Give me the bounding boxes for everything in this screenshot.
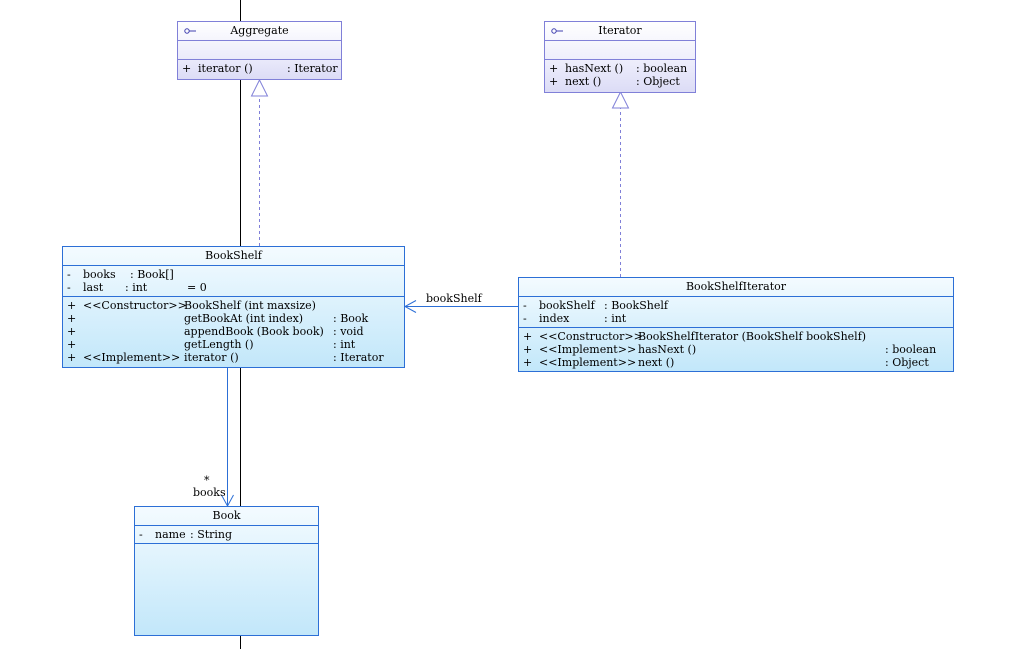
bookshelfiterator-attributes: - bookShelf : BookShelf - index : int xyxy=(519,297,953,328)
aggregate-attributes xyxy=(178,41,341,60)
realization-arrowhead-iterator xyxy=(611,90,630,109)
book-attributes: - name : String xyxy=(135,526,318,544)
operation-row: + next () : Object xyxy=(549,75,680,88)
bookshelf-title: BookShelf xyxy=(63,247,404,266)
operation-row: + getBookAt (int index) : Book xyxy=(67,312,369,325)
bookshelf-operations: + <<Constructor>> BookShelf (int maxsize… xyxy=(63,297,404,366)
association-multiplicity-books: * xyxy=(204,474,210,487)
association-role-books: books xyxy=(193,486,226,499)
attribute-row: - name : String xyxy=(139,528,233,541)
bookshelfiterator-class[interactable]: BookShelfIterator - bookShelf : BookShel… xyxy=(518,277,954,372)
operation-row: + appendBook (Book book) : void xyxy=(67,325,364,338)
association-role-bookshelf: bookShelf xyxy=(426,292,482,305)
iterator-attributes xyxy=(545,41,695,60)
iterator-operations: + hasNext () : boolean + next () : Objec… xyxy=(545,60,695,90)
operation-row: + iterator () : Iterator xyxy=(182,62,338,75)
operation-row: + <<Constructor>> BookShelfIterator (Boo… xyxy=(523,330,867,343)
operation-row: + <<Implement>> hasNext () : boolean xyxy=(523,343,937,356)
association-bookshelf-arrowhead xyxy=(403,300,417,313)
iterator-title: Iterator xyxy=(545,22,695,41)
operation-row: + <<Implement>> next () : Object xyxy=(523,356,929,369)
book-title: Book xyxy=(135,507,318,526)
aggregate-operations: + iterator () : Iterator xyxy=(178,60,341,77)
bookshelf-attributes: - books : Book[] - last : int = 0 xyxy=(63,266,404,297)
book-class[interactable]: Book - name : String xyxy=(134,506,319,636)
operation-row: + <<Constructor>> BookShelf (int maxsize… xyxy=(67,299,316,312)
interface-icon xyxy=(184,28,196,34)
attribute-row: - bookShelf : BookShelf xyxy=(523,299,668,312)
bookshelfiterator-operations: + <<Constructor>> BookShelfIterator (Boo… xyxy=(519,328,953,371)
aggregate-title: Aggregate xyxy=(178,22,341,41)
operation-row: + <<Implement>> iterator () : Iterator xyxy=(67,351,384,364)
book-operations xyxy=(135,544,318,548)
operation-row: + hasNext () : boolean xyxy=(549,62,688,75)
attribute-row: - books : Book[] xyxy=(67,268,174,281)
interface-icon xyxy=(551,28,563,34)
bookshelfiterator-title: BookShelfIterator xyxy=(519,278,953,297)
realization-arrowhead-aggregate xyxy=(250,78,269,97)
aggregate-class[interactable]: Aggregate + iterator () : Iterator xyxy=(177,21,342,80)
attribute-row: - index : int xyxy=(523,312,627,325)
iterator-class[interactable]: Iterator + hasNext () : boolean + next (… xyxy=(544,21,696,93)
attribute-row: - last : int = 0 xyxy=(67,281,207,294)
operation-row: + getLength () : int xyxy=(67,338,356,351)
bookshelf-class[interactable]: BookShelf - books : Book[] - last : int … xyxy=(62,246,405,368)
